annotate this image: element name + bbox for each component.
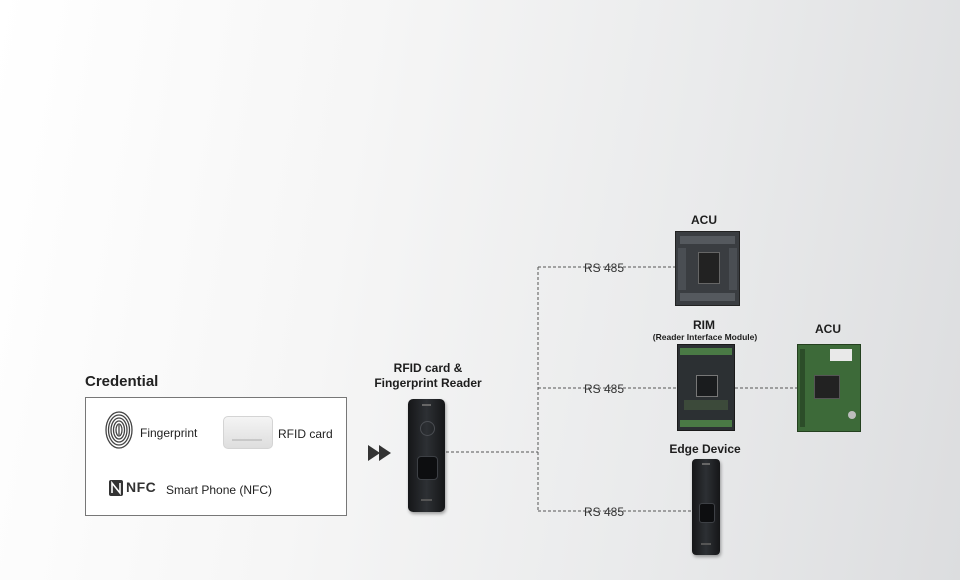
- acu-right-board: [797, 344, 861, 432]
- nfc-badge-text: NFC: [126, 479, 157, 495]
- rim-subtitle: (Reader Interface Module): [652, 332, 758, 342]
- rim-title: RIM: [693, 318, 715, 332]
- acu-top-title: ACU: [691, 213, 717, 227]
- edge-title: Edge Device: [669, 442, 741, 456]
- rfid-card-label: RFID card: [278, 427, 333, 441]
- rs485-mid-label: RS 485: [584, 382, 625, 396]
- edge-fingerprint-sensor-icon: [699, 503, 715, 523]
- fingerprint-label: Fingerprint: [140, 426, 198, 440]
- credential-box: Fingerprint RFID card NFC Smart Phone (N…: [85, 397, 347, 516]
- fingerprint-sensor-icon: [417, 456, 438, 480]
- credential-title: Credential: [85, 373, 159, 390]
- reader-title-line1: RFID card &: [393, 361, 463, 375]
- rfid-sensor-icon: [420, 421, 435, 436]
- nfc-label: Smart Phone (NFC): [166, 483, 273, 497]
- nfc-icon: NFC: [108, 479, 160, 497]
- rim-board: [677, 344, 735, 431]
- acu-top-board: [675, 231, 740, 306]
- edge-device: [692, 459, 720, 555]
- rfid-card-icon: [223, 416, 273, 449]
- reader-title: RFID card & Fingerprint Reader: [360, 361, 496, 391]
- rs485-top-label: RS 485: [584, 261, 625, 275]
- acu-right-title: ACU: [815, 322, 841, 336]
- rs485-bottom-label: RS 485: [584, 505, 625, 519]
- reader-title-line2: Fingerprint Reader: [374, 376, 482, 390]
- fingerprint-icon: [104, 410, 134, 450]
- double-arrow-icon: [366, 443, 396, 463]
- fingerprint-reader-device: [408, 399, 445, 512]
